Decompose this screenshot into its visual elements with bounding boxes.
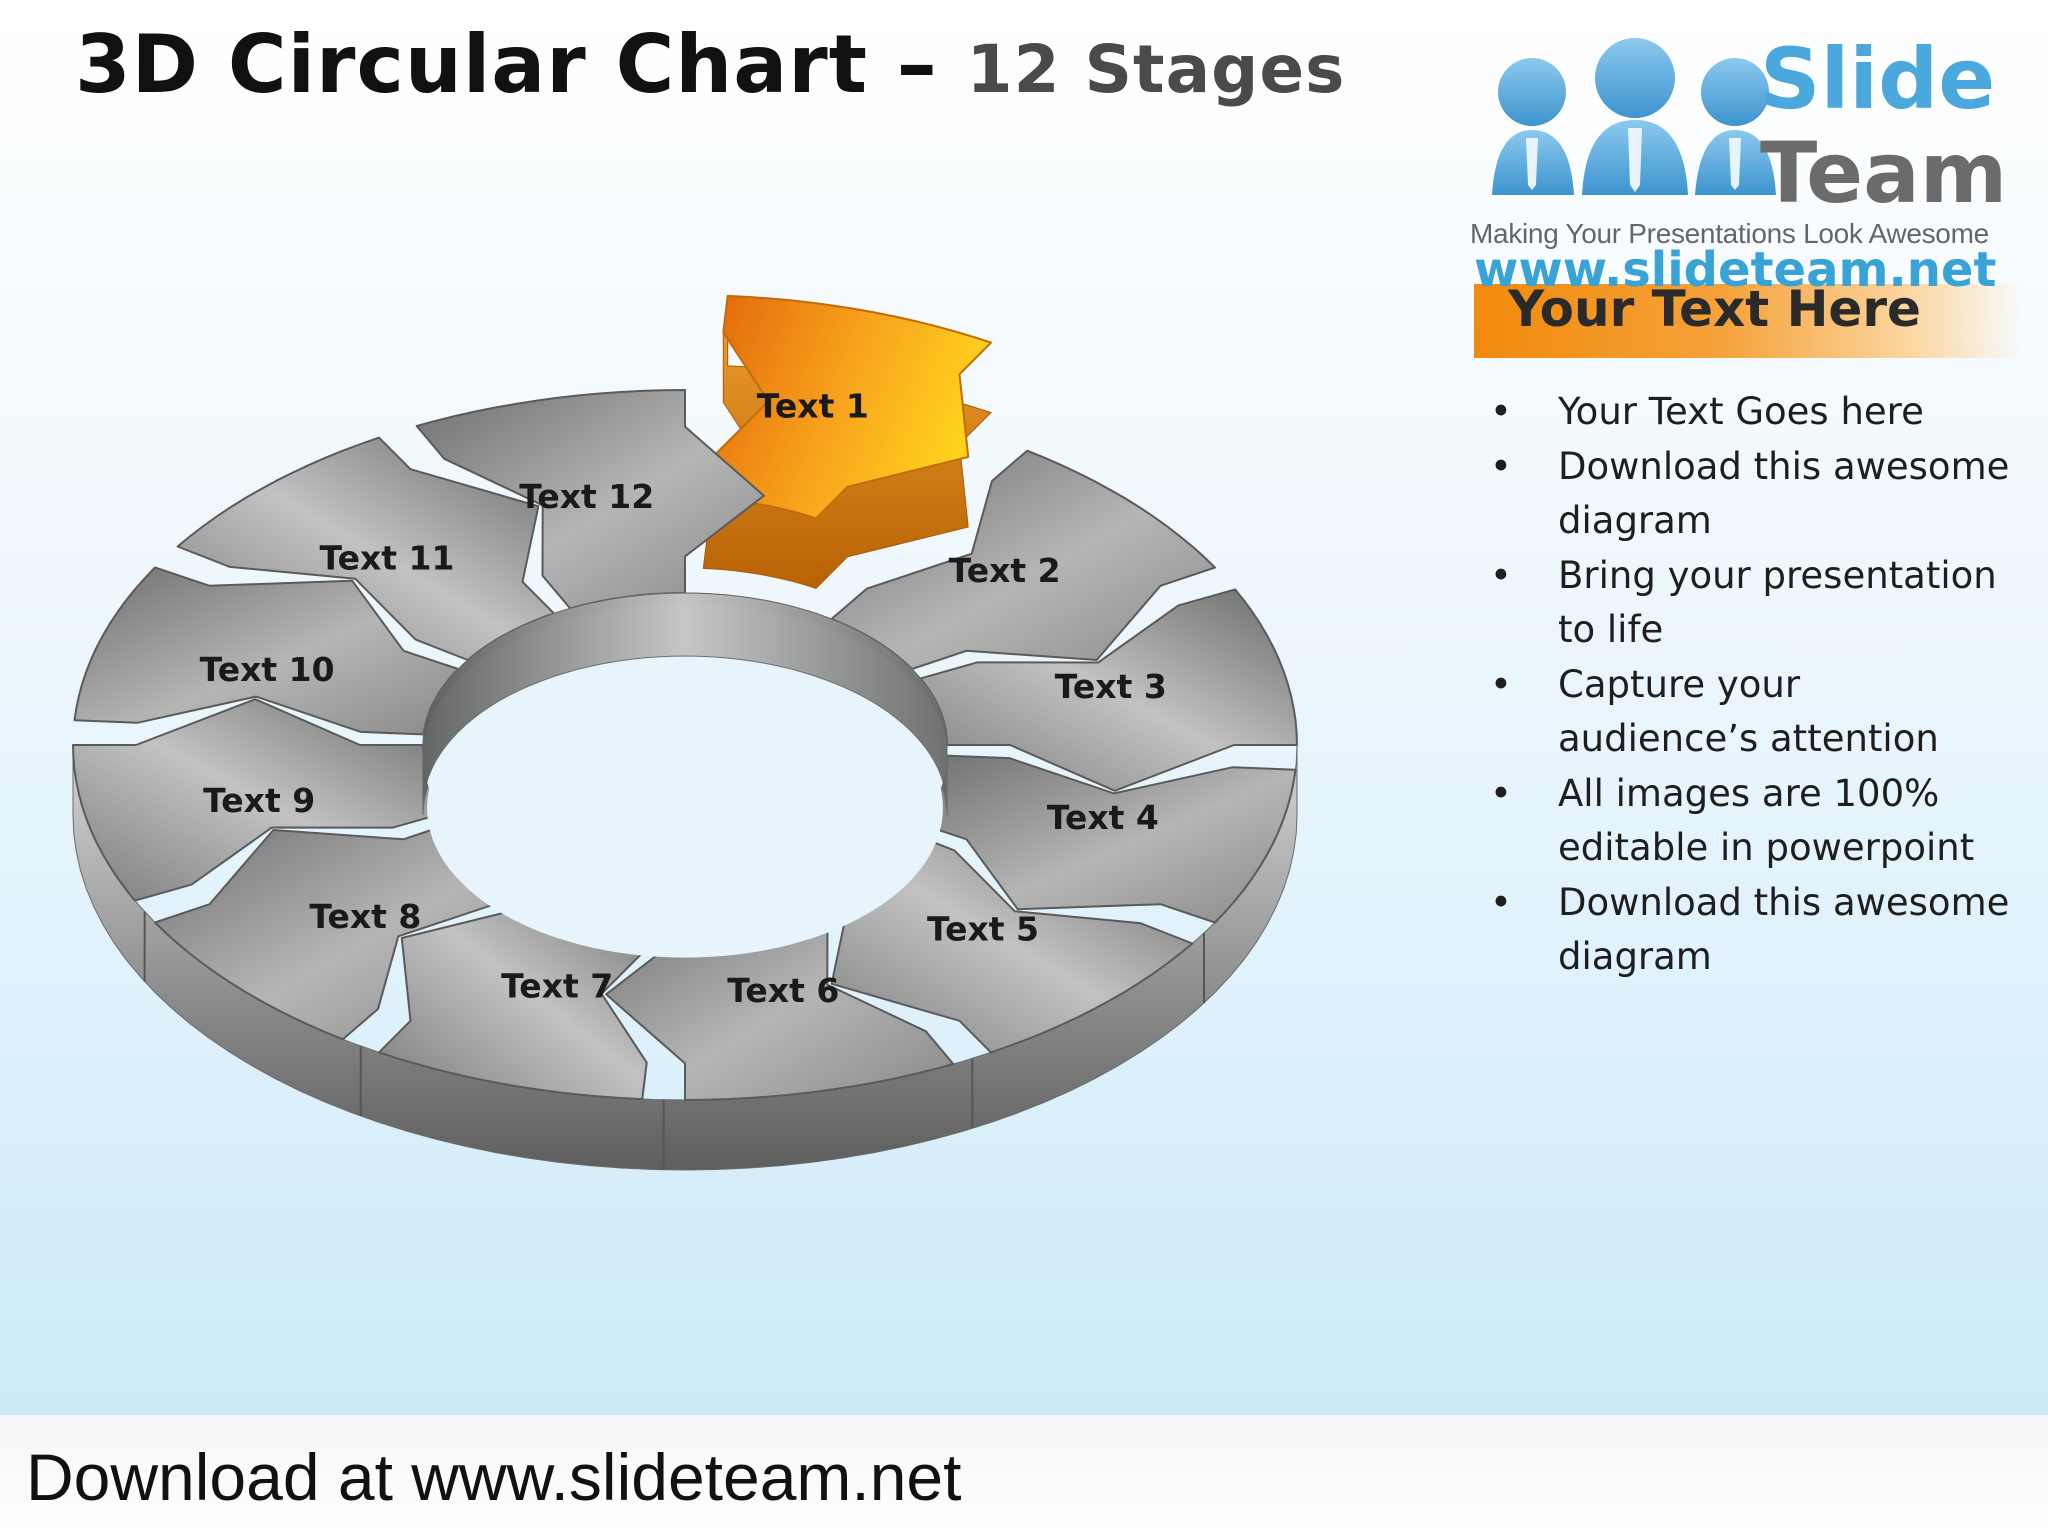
footer-bar: Download at www.slideteam.net [0, 1415, 2048, 1536]
bullet-dot-icon: • [1490, 553, 1512, 597]
stage-label-9: Text 9 [203, 781, 315, 820]
side-header-text: Your Text Here [1508, 284, 1921, 338]
ring-inner-group [422, 592, 948, 958]
side-header-bar: Your Text Here [1474, 284, 2024, 358]
stage-label-1: Text 1 [757, 387, 869, 426]
logo-url: www.slideteam.net [1474, 242, 1997, 298]
bullet-item: • All images are 100% editable in powerpo… [1490, 767, 2010, 876]
stage-label-8: Text 8 [309, 897, 421, 936]
slideteam-logo: Slide Team Making Your Presentations Loo… [1470, 20, 2030, 320]
stage-label-5: Text 5 [927, 909, 1039, 948]
circular-diagram: Text 1 Text 2 Text 3 Text 4 Text 5 Text 6 Text… [72, 294, 1298, 1171]
stage-label-7: Text 7 [501, 966, 613, 1005]
bullet-text: Download this awesome diagram [1558, 444, 2010, 543]
bullet-list: • Your Text Goes here • Download this awes… [1490, 385, 2010, 985]
logo-word-team: Team [1760, 124, 2008, 222]
bullet-dot-icon: • [1490, 444, 1512, 488]
title-main: 3D Circular Chart – [75, 18, 938, 111]
bullet-item: • Your Text Goes here [1490, 385, 2010, 440]
bullet-text: Your Text Goes here [1558, 390, 1924, 433]
bullet-text: All images are 100% editable in powerpoi… [1558, 771, 1975, 870]
stage-label-4: Text 4 [1047, 798, 1159, 837]
people-logo-icon [1492, 38, 1776, 195]
stage-label-6: Text 6 [727, 971, 839, 1010]
bullet-dot-icon: • [1490, 390, 1512, 433]
logo-tagline: Making Your Presentations Look Awesome [1470, 218, 1989, 249]
bullet-dot-icon: • [1490, 880, 1512, 924]
bullet-item: • Capture your audience’s attention [1490, 658, 2010, 767]
ring-outer-side [72, 744, 1298, 1171]
bullet-dot-icon: • [1490, 662, 1512, 706]
slide-title: 3D Circular Chart – 12 Stages [75, 18, 1345, 111]
ring-inner-wall-top [422, 592, 948, 809]
bullet-item: • Bring your presentation to life [1490, 549, 2010, 658]
bullet-item: • Download this awesome diagram [1490, 440, 2010, 549]
title-subtitle: 12 Stages [966, 31, 1346, 108]
bullet-dot-icon: • [1490, 771, 1512, 815]
stage-label-3: Text 3 [1055, 667, 1167, 706]
footer-text: Download at www.slideteam.net [26, 1440, 962, 1514]
bullet-text: Download this awesome diagram [1558, 880, 2010, 979]
logo-word-slide: Slide [1760, 30, 1996, 128]
ring-center-opening [427, 658, 943, 958]
bullet-text: Bring your presentation to life [1558, 553, 1997, 652]
stage-label-2: Text 2 [949, 551, 1061, 590]
stage-label-12: Text 12 [519, 477, 654, 516]
bullet-text: Capture your audience’s attention [1558, 662, 1939, 761]
stage-label-10: Text 10 [200, 650, 335, 689]
bullet-item: • Download this awesome diagram [1490, 876, 2010, 985]
stage-label-11: Text 11 [320, 539, 455, 578]
ring-side-group [72, 744, 1298, 1171]
stage-labels-group: Text 1 Text 2 Text 3 Text 4 Text 5 Text 6 Text… [200, 387, 1167, 1010]
